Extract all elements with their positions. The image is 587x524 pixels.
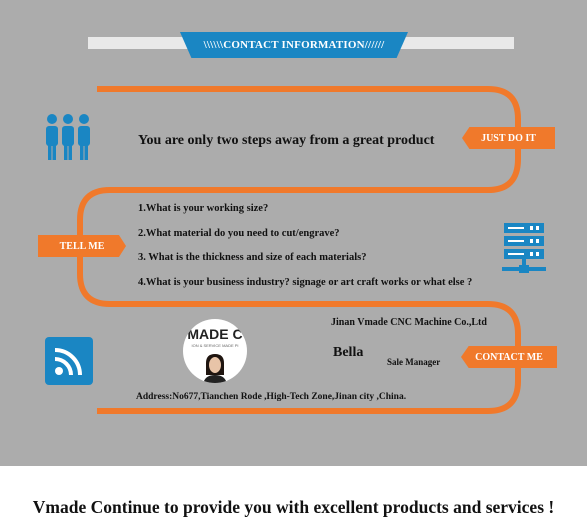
contact-me-tag: CONTACT ME	[461, 346, 557, 368]
avatar-logo: MADE C	[187, 326, 243, 342]
people-icon	[44, 112, 92, 169]
server-icon	[502, 223, 546, 282]
footer-slogan: Vmade Continue to provide you with excel…	[32, 497, 555, 517]
avatar-subtext: ION & SERVICE MADE PI	[191, 343, 239, 348]
question-2: 2.What material do you need to cut/engra…	[138, 228, 340, 239]
address: Address:No677,Tianchen Rode ,High-Tech Z…	[136, 392, 407, 402]
question-4: 4.What is your business industry? signag…	[138, 277, 473, 288]
contact-name: Bella	[333, 345, 364, 360]
question-1: 1.What is your working size?	[138, 203, 269, 214]
rss-icon	[45, 337, 93, 390]
just-do-it-tag: JUST DO IT	[462, 127, 555, 149]
question-3: 3. What is the thickness and size of eac…	[138, 252, 367, 263]
tell-me-tag: TELL ME	[38, 235, 126, 257]
contact-information-banner: \\\\\\CONTACT INFORMATION//////	[180, 32, 408, 58]
avatar: MADE C ION & SERVICE MADE PI	[183, 319, 247, 383]
company-name: Jinan Vmade CNC Machine Co.,Ltd	[331, 317, 487, 328]
contact-role: Sale Manager	[387, 357, 441, 367]
headline: You are only two steps away from a great…	[138, 133, 435, 148]
person-silhouette	[203, 354, 227, 383]
contact-panel: \\\\\\CONTACT INFORMATION////// JUST DO …	[0, 0, 587, 466]
